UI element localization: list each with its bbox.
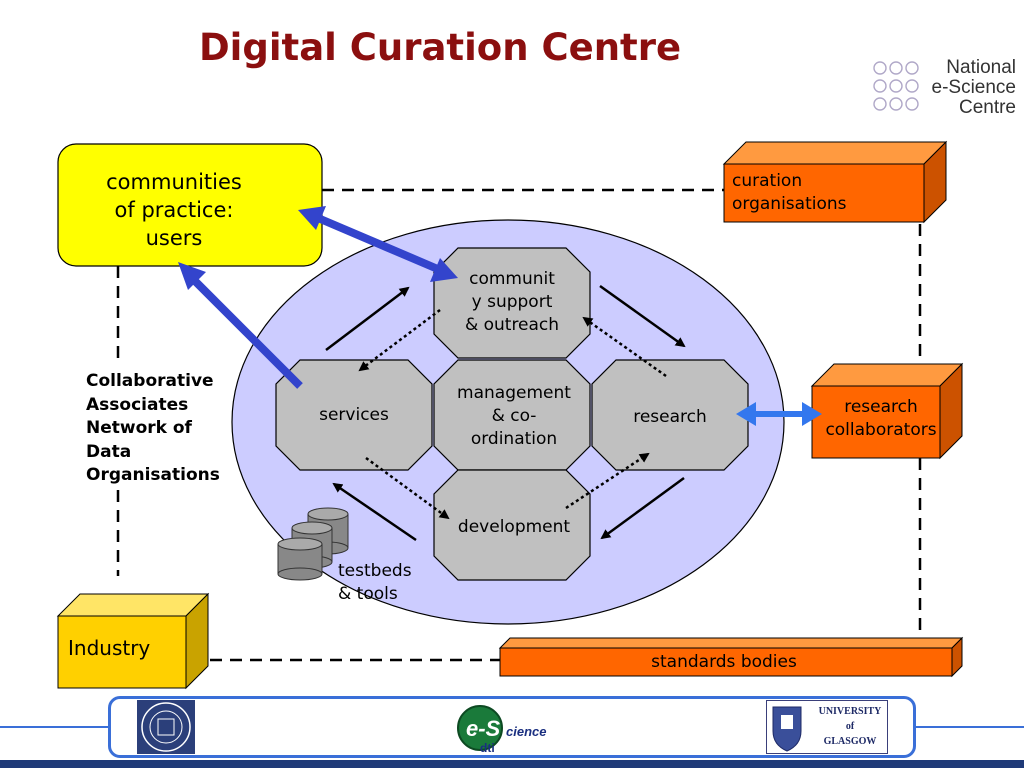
solid-cycle-arrows (325, 284, 686, 542)
testbeds-tools-label: testbeds & tools (338, 561, 412, 604)
communities-box (57, 143, 323, 267)
research-collaborators-label: research collaborators (825, 397, 937, 440)
standards-bodies-box (498, 636, 964, 678)
arrow-development-to-services (332, 482, 417, 542)
blue-arrow-communities-community-support (298, 206, 458, 282)
dotted-arrow-development-to-research (565, 452, 650, 510)
services-label: services (319, 405, 389, 425)
dotted-cycle-arrows (358, 309, 667, 520)
svg-text:dti: dti (480, 741, 495, 754)
arrow-research-to-development (600, 476, 685, 540)
dotted-arrow-research-to-community (582, 316, 667, 378)
arrow-services-to-community (325, 286, 410, 351)
escience-logo: e-S dti (456, 702, 566, 755)
edinburgh-seal-icon (137, 700, 195, 754)
nesc-logo: National e-Science Centre (868, 58, 1018, 118)
blue-arrow-services-to-communities (178, 262, 303, 389)
industry-box (56, 592, 210, 690)
nesc-logo-text: National e-Science Centre (931, 57, 1017, 118)
dotted-arrow-community-to-services (358, 309, 441, 372)
standards-bodies-label: standards bodies (651, 652, 797, 672)
octagon-development (433, 469, 591, 581)
blue-arrow-research-collaborators (736, 402, 822, 426)
footer-rule-right (916, 726, 1024, 728)
database-cylinders-icon (277, 507, 349, 581)
communities-of-practice-label: communities of practice: users (106, 170, 242, 250)
glasgow-logo-text: UNIVERSITY of GLASGOW (818, 706, 882, 747)
glasgow-logo (766, 700, 888, 754)
svg-text:e-S: e-S (466, 716, 501, 741)
octagon-research (591, 359, 749, 471)
dashed-connectors (116, 188, 922, 662)
slide-title: Digital Curation Centre (198, 26, 682, 69)
bottom-band (0, 760, 1024, 768)
nesc-circles-icon (873, 61, 919, 111)
glasgow-crest-icon (772, 706, 802, 752)
footer-rule-left (0, 726, 108, 728)
collaborative-network-label: Collaborative Associates Network of Data… (86, 371, 220, 485)
arrow-community-to-research (599, 284, 686, 348)
industry-label: Industry (68, 636, 151, 660)
octagon-services (275, 359, 433, 471)
curation-organisations-box (722, 140, 948, 224)
octagon-community-support (433, 247, 591, 359)
dotted-arrow-services-to-development (365, 456, 450, 520)
curation-organisations-label: curation organisations (732, 171, 847, 214)
community-support-label: communit y support & outreach (464, 269, 560, 335)
research-label: research (633, 407, 707, 427)
management-label: management & co- ordination (457, 383, 571, 449)
escience-logo-text: cience (506, 724, 547, 739)
development-label: development (457, 517, 571, 537)
octagon-group (275, 247, 749, 581)
research-collaborators-box (810, 362, 964, 460)
